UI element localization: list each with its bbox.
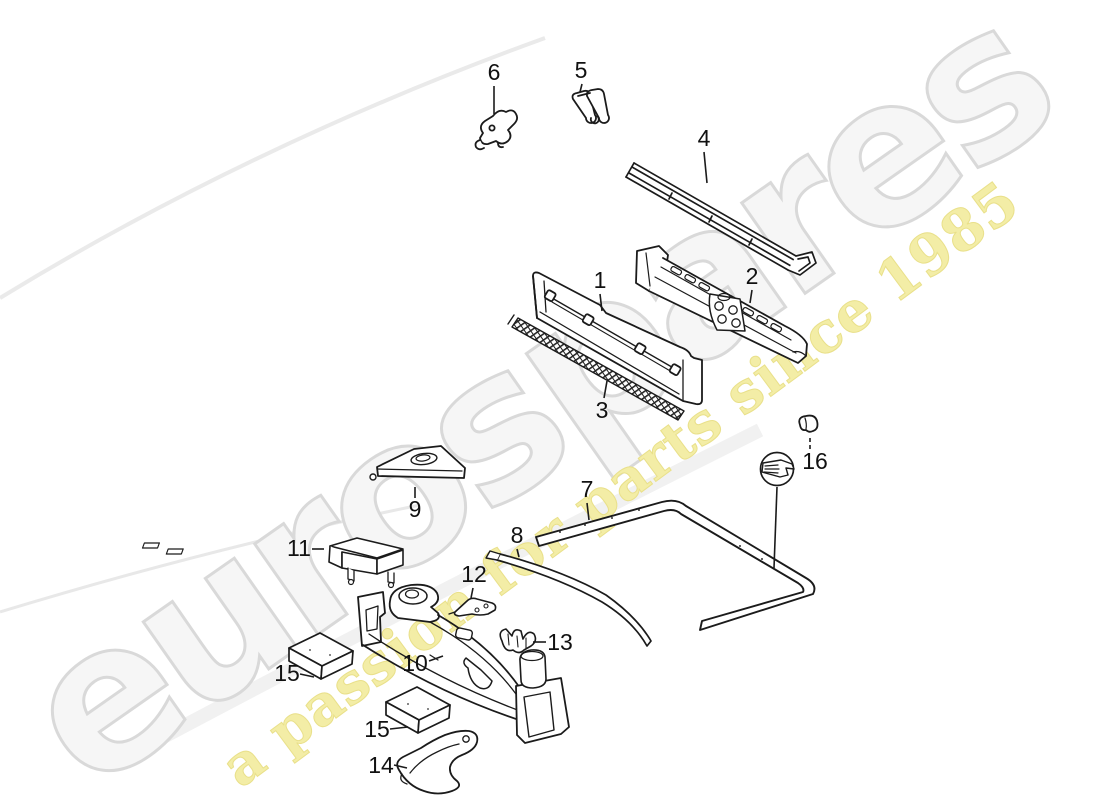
callout-14-label: 14 [368, 752, 394, 778]
part-5-drawing [571, 88, 610, 125]
callout-12-label: 12 [461, 561, 487, 587]
callout-13-label: 13 [547, 629, 573, 655]
callout-11-label: 11 [287, 535, 311, 561]
callout-7-leader [586, 502, 590, 521]
sealant-symbol-leader [773, 486, 778, 569]
sealant-symbol-circle [759, 451, 795, 487]
part-16-drawing [798, 414, 819, 433]
part-15a-drawing [288, 632, 354, 680]
callout-1-leader [599, 293, 603, 312]
part-9-drawing [369, 445, 466, 481]
callout-2-leader [749, 289, 753, 304]
callout-3-label: 3 [596, 397, 609, 423]
part-3-drawing [507, 314, 685, 421]
callout-2-label: 2 [746, 263, 759, 289]
callout-15-leader [389, 726, 409, 730]
callout-10-label: 10 [402, 650, 428, 676]
callout-1-label: 1 [594, 267, 607, 293]
part-15b-drawing [385, 686, 451, 734]
callout-4-label: 4 [698, 125, 711, 151]
part-4-drawing [625, 162, 817, 276]
callout-5-label: 5 [575, 57, 588, 83]
callout-16-label: 16 [802, 448, 828, 474]
callout-15-leader [299, 673, 315, 678]
part-14-drawing [396, 729, 479, 795]
part-12-drawing [448, 597, 497, 617]
part-1-drawing [532, 271, 703, 406]
callout-5-leader [579, 83, 583, 93]
callout-8-leader [516, 548, 520, 558]
callout-12-leader [470, 587, 474, 599]
callout-15-label: 15 [274, 660, 300, 686]
part-11-drawing [141, 537, 404, 589]
callout-15-label: 15 [364, 716, 390, 742]
part-8-drawing [485, 550, 652, 647]
callout-6-label: 6 [488, 59, 501, 85]
callout-7-label: 7 [581, 476, 594, 502]
callout-8-label: 8 [511, 522, 524, 548]
callout-10-leader [428, 655, 444, 662]
callout-3-leader [603, 380, 608, 399]
callout-4-leader [703, 151, 708, 184]
callout-9-label: 9 [409, 496, 422, 522]
part-10-drawing [357, 583, 570, 744]
part-2-drawing [635, 245, 808, 364]
part-13-drawing [499, 628, 537, 654]
part-6-drawing [474, 109, 519, 151]
callout-14-leader [393, 764, 408, 769]
part-7-drawing [535, 499, 816, 631]
